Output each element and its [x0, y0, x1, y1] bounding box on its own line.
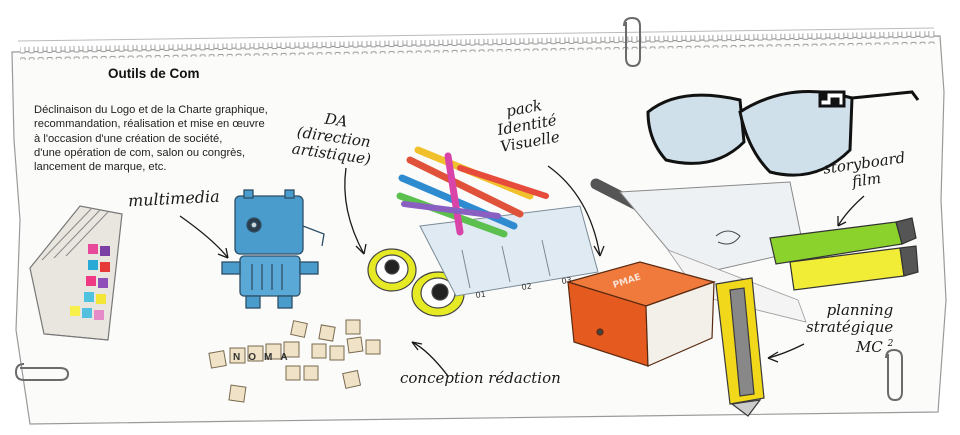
scrabble-word: NOMA	[233, 352, 296, 363]
orange-box	[565, 261, 717, 367]
label-planning: planning stratégique MC 2	[806, 302, 893, 356]
robot-toy	[221, 189, 325, 309]
colored-pencils	[396, 146, 549, 238]
ruler-mark-02: 02	[521, 282, 532, 292]
description-line: lancement de marque, etc.	[34, 161, 167, 174]
description-line: recommandation, réalisation et mise en œ…	[34, 118, 265, 131]
label-pack-identite: pack Identité Visuelle	[493, 95, 561, 156]
label-mc-exponent: 2	[887, 339, 894, 349]
label-multimedia: multimedia	[127, 186, 221, 211]
description-text: Déclinaison du Logo et de la Charte grap…	[34, 103, 334, 174]
color-swatch-fan	[29, 205, 123, 341]
label-direction-artistique: DA (direction artistique)	[291, 107, 377, 169]
paperclip-icon	[14, 16, 903, 402]
section-heading: Outils de Com	[108, 66, 200, 81]
ruler-mark-01: 01	[475, 290, 486, 300]
glasses	[646, 90, 920, 177]
highlighters	[769, 217, 919, 291]
grid-paper	[419, 205, 599, 297]
ruler-mark-03: 03	[561, 276, 572, 286]
description-line: d'une opération de com, salon ou congrès…	[34, 146, 246, 159]
label-conception-redaction: conception rédaction	[400, 369, 561, 387]
label-line: stratégique	[806, 318, 894, 336]
googly-eyes	[367, 248, 465, 317]
description-line: Déclinaison du Logo et de la Charte grap…	[34, 104, 268, 116]
description-line: à l'occasion d'une création de société,	[34, 132, 223, 145]
label-line: MC 2	[806, 336, 893, 356]
scrabble-tiles	[208, 319, 381, 403]
annotation-arrows	[179, 165, 865, 377]
label-mc: MC	[855, 338, 883, 356]
label-line: planning	[826, 301, 894, 319]
cutter-knife	[715, 277, 765, 417]
